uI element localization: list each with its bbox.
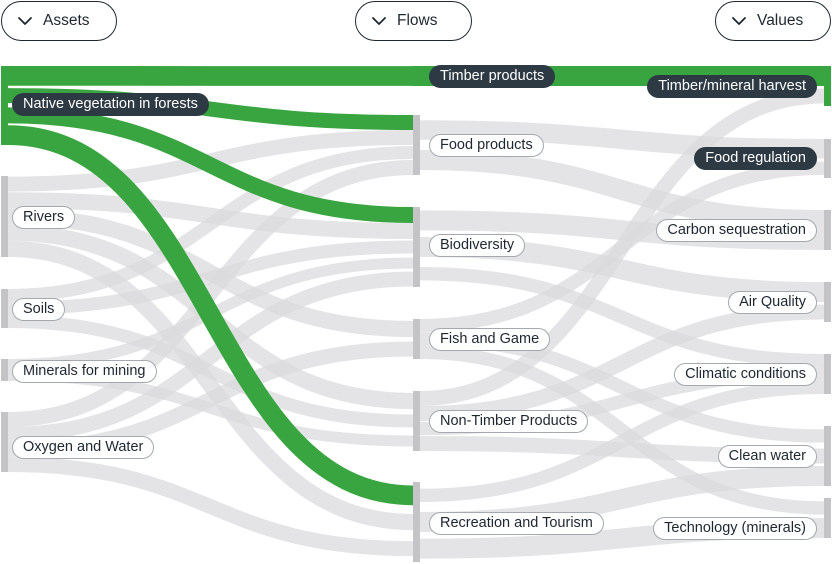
node-label-soils[interactable]: Soils bbox=[12, 298, 66, 321]
node-bar-food-products[interactable] bbox=[413, 115, 420, 175]
chevron-down-icon bbox=[371, 13, 387, 29]
node-bar-climatic-conditions[interactable] bbox=[824, 354, 831, 394]
link-fish-and-game-to-technology-minerals[interactable] bbox=[419, 345, 825, 515]
node-bar-recreation-and-tourism[interactable] bbox=[413, 482, 420, 562]
node-label-biodiversity[interactable]: Biodiversity bbox=[429, 234, 526, 257]
link-biodiversity-to-climatic-conditions[interactable] bbox=[419, 267, 825, 368]
node-bar-biodiversity[interactable] bbox=[413, 207, 420, 287]
node-label-carbon-sequestration[interactable]: Carbon sequestration bbox=[656, 219, 817, 242]
node-label-rivers[interactable]: Rivers bbox=[12, 206, 76, 229]
link-rivers-to-biodiversity[interactable] bbox=[7, 192, 414, 239]
link-soils-to-biodiversity[interactable] bbox=[7, 240, 414, 315]
flows-column-label: Flows bbox=[397, 12, 438, 29]
node-bar-native-vegetation[interactable] bbox=[1, 66, 8, 145]
node-label-non-timber-products[interactable]: Non-Timber Products bbox=[429, 410, 589, 433]
node-label-timber-mineral-harvest[interactable]: Timber/mineral harvest bbox=[647, 75, 817, 98]
node-bar-clean-water[interactable] bbox=[824, 426, 831, 486]
link-oxygen-and-water-to-recreation-and-tourism[interactable] bbox=[7, 457, 414, 557]
assets-column-button[interactable]: Assets bbox=[1, 1, 117, 41]
link-soils-to-food-products[interactable] bbox=[7, 146, 414, 302]
node-label-timber-products[interactable]: Timber products bbox=[429, 65, 556, 88]
node-label-minerals-for-mining[interactable]: Minerals for mining bbox=[12, 360, 157, 383]
node-label-climatic-conditions[interactable]: Climatic conditions bbox=[674, 363, 817, 386]
link-native-vegetation-to-biodiversity[interactable] bbox=[7, 107, 414, 223]
link-food-products-to-carbon-sequestration[interactable] bbox=[419, 150, 825, 230]
node-bar-rivers[interactable] bbox=[1, 176, 8, 257]
node-label-technology-minerals[interactable]: Technology (minerals) bbox=[653, 517, 817, 540]
node-bar-fish-and-game[interactable] bbox=[413, 319, 420, 359]
node-bar-minerals-for-mining[interactable] bbox=[1, 359, 8, 381]
values-column-label: Values bbox=[757, 12, 804, 29]
link-non-timber-products-to-air-quality[interactable] bbox=[419, 304, 825, 421]
node-label-oxygen-and-water[interactable]: Oxygen and Water bbox=[12, 436, 155, 459]
node-bar-food-regulation[interactable] bbox=[824, 139, 831, 178]
node-label-native-vegetation[interactable]: Native vegetation in forests bbox=[12, 93, 209, 116]
link-soils-to-non-timber-products[interactable] bbox=[7, 315, 414, 428]
flows-column-button[interactable]: Flows bbox=[355, 1, 472, 41]
link-recreation-and-tourism-to-climatic-conditions[interactable] bbox=[419, 380, 825, 502]
node-label-food-regulation[interactable]: Food regulation bbox=[694, 147, 817, 170]
node-label-air-quality[interactable]: Air Quality bbox=[728, 291, 817, 314]
node-bar-timber-mineral-harvest[interactable] bbox=[824, 66, 831, 106]
node-bar-soils[interactable] bbox=[1, 289, 8, 328]
node-bar-carbon-sequestration[interactable] bbox=[824, 210, 831, 250]
link-native-vegetation-to-recreation-and-tourism[interactable] bbox=[7, 125, 414, 506]
link-oxygen-and-water-to-food-products[interactable] bbox=[7, 160, 414, 427]
node-bar-non-timber-products[interactable] bbox=[413, 391, 420, 451]
link-rivers-to-recreation-and-tourism[interactable] bbox=[7, 240, 414, 531]
node-bar-timber-products[interactable] bbox=[413, 66, 420, 86]
chevron-down-icon bbox=[731, 13, 747, 29]
node-bars bbox=[1, 66, 831, 562]
node-bar-oxygen-and-water[interactable] bbox=[1, 412, 8, 472]
node-label-food-products[interactable]: Food products bbox=[429, 134, 544, 157]
chevron-down-icon bbox=[17, 13, 33, 29]
node-label-recreation-and-tourism[interactable]: Recreation and Tourism bbox=[429, 512, 604, 535]
link-oxygen-and-water-to-biodiversity[interactable] bbox=[7, 271, 414, 442]
values-column-button[interactable]: Values bbox=[715, 1, 831, 41]
node-bar-technology-minerals[interactable] bbox=[824, 498, 831, 538]
node-label-fish-and-game[interactable]: Fish and Game bbox=[429, 328, 551, 351]
link-non-timber-products-to-timber-mineral-harvest[interactable] bbox=[419, 88, 825, 406]
assets-column-label: Assets bbox=[43, 12, 90, 29]
node-bar-air-quality[interactable] bbox=[824, 282, 831, 322]
node-label-clean-water[interactable]: Clean water bbox=[717, 445, 817, 468]
